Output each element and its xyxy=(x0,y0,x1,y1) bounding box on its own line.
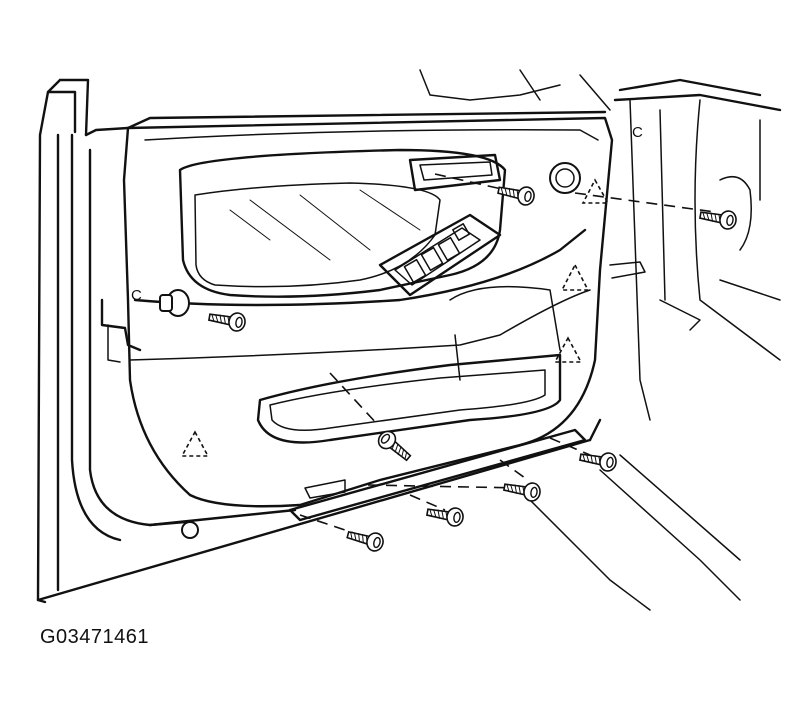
screw-icon xyxy=(425,502,466,529)
screw-icon xyxy=(207,307,248,334)
screws xyxy=(207,180,739,554)
door-frame: C C xyxy=(36,69,782,611)
clip-triangle-icon xyxy=(560,263,590,291)
clip-marker-right: C xyxy=(632,124,643,141)
grommet-icon xyxy=(181,521,199,539)
clip-triangle-icon xyxy=(581,178,610,204)
screw-icon xyxy=(344,525,386,554)
clip-triangle-icon xyxy=(553,336,583,363)
trim-panel xyxy=(122,116,614,522)
clip-marker-left: C xyxy=(131,287,142,304)
window-switch-icon xyxy=(420,246,444,272)
figure-id-label: G03471461 xyxy=(40,626,150,648)
leader-lines xyxy=(299,173,716,536)
push-clip-icon xyxy=(159,289,190,317)
clip-triangle-icon xyxy=(180,430,210,457)
grommet-top-icon xyxy=(549,162,581,194)
clip-locations xyxy=(180,178,610,457)
screw-icon xyxy=(502,477,543,504)
